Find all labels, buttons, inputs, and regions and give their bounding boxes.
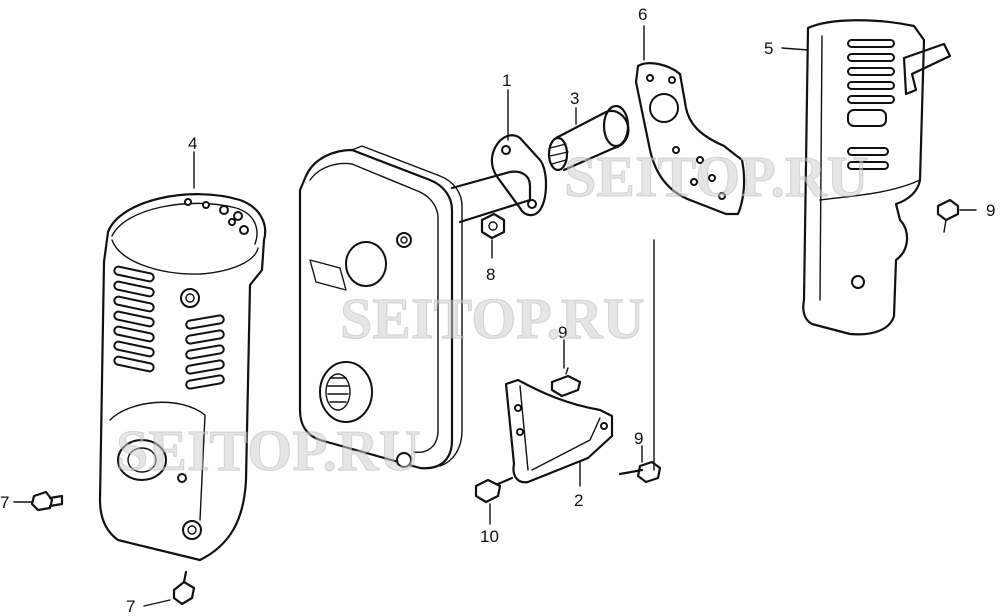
callout-8: 8 [486, 265, 495, 284]
leader-line-5 [781, 47, 809, 51]
callout-1: 1 [502, 71, 511, 90]
callout-9c: 9 [634, 429, 643, 448]
part-9-bolt-upper-right [936, 198, 960, 233]
callout-7a: 7 [0, 493, 9, 512]
part-5-rear-heat-shield [802, 19, 952, 336]
part-9-bolt-middle [550, 367, 582, 398]
part-6-protector-plate [634, 62, 746, 216]
callout-9b: 9 [558, 323, 567, 342]
callout-5: 5 [764, 39, 773, 58]
watermark-bottom: SEITOP.RU [116, 418, 421, 483]
part-9-bolt-lower [618, 460, 662, 484]
part-7-screw-left [30, 490, 64, 512]
watermark-middle: SEITOP.RU [340, 286, 645, 351]
callout-2: 2 [574, 491, 583, 510]
part-2-muffler-bracket [504, 378, 614, 484]
callout-3: 3 [570, 89, 579, 108]
part-10-flange-bolt [474, 476, 514, 504]
part-1-muffler [298, 134, 548, 470]
callout-4: 4 [188, 134, 197, 153]
callout-10: 10 [480, 527, 499, 546]
callout-9a: 9 [986, 201, 995, 220]
part-4-front-heat-shield [98, 193, 267, 562]
leader-line-7b [143, 599, 171, 607]
part-3-spark-arrester [547, 104, 630, 172]
part-7-screw-bottom [172, 570, 196, 606]
callout-6: 6 [638, 5, 647, 24]
watermark-top: SEITOP.RU [564, 144, 869, 209]
part-8-flange-nut [480, 212, 506, 240]
callout-7b: 7 [126, 597, 135, 616]
